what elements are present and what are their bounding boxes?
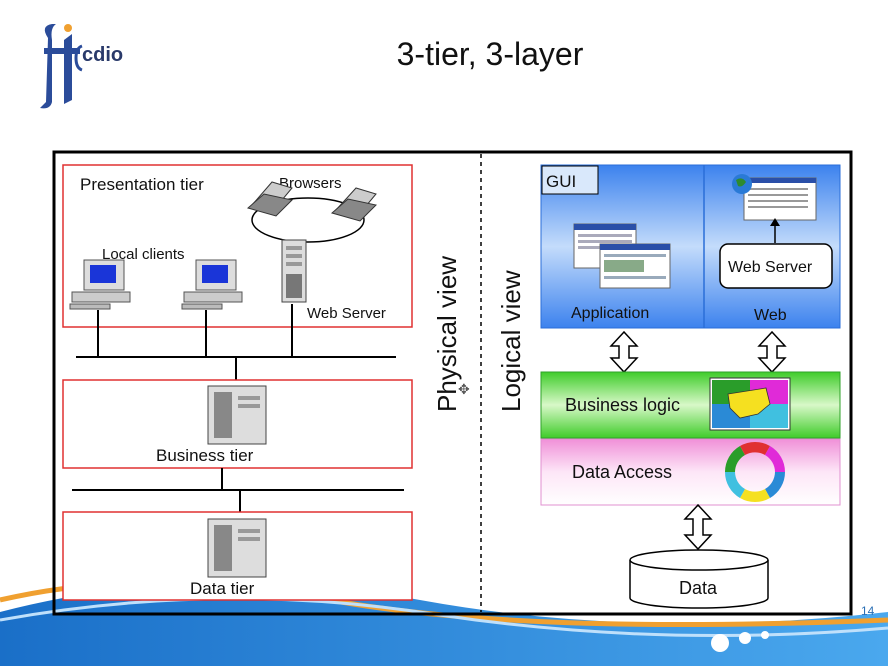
application-label: Application	[571, 305, 649, 322]
local-clients-label: Local clients	[102, 246, 185, 263]
double-arrow-icon	[609, 330, 639, 374]
gui-label: GUI	[546, 172, 576, 191]
logical-web-server-label: Web Server	[728, 259, 813, 276]
browsers-label: Browsers	[279, 175, 342, 192]
application-window-icon	[573, 223, 671, 289]
double-arrow-icon	[683, 503, 713, 551]
page-number: 14	[861, 604, 875, 618]
business-tier-label: Business tier	[156, 446, 254, 465]
computer-icon	[69, 259, 131, 310]
business-logic-label: Business logic	[565, 395, 680, 415]
laptop-icon	[330, 187, 378, 222]
logo-text: cdio	[82, 44, 124, 66]
physical-view-label: Physical view	[432, 256, 462, 412]
data-access-label: Data Access	[572, 462, 672, 482]
double-arrow-icon	[757, 330, 787, 374]
globe-icon	[732, 174, 752, 194]
data-label: Data	[679, 578, 718, 598]
web-server-box	[719, 243, 833, 289]
presentation-tier-label: Presentation tier	[80, 175, 204, 194]
database-icon	[629, 549, 769, 609]
data-tier-label: Data tier	[190, 579, 255, 598]
slide-title: 3-tier, 3-layer	[396, 36, 584, 72]
web-label: Web	[754, 307, 787, 324]
laptop-icon	[246, 181, 294, 217]
web-server-label: Web Server	[307, 305, 386, 322]
browser-ring	[251, 197, 365, 243]
cycle-icon	[725, 441, 785, 503]
logical-view-label: Logical view	[496, 270, 526, 412]
server-icon	[207, 385, 267, 445]
diagram-border	[52, 150, 853, 616]
move-cursor-icon: ✥	[458, 381, 470, 397]
puzzle-icon	[709, 377, 791, 431]
server-icon	[207, 518, 267, 578]
computer-icon	[181, 259, 243, 310]
server-icon	[281, 239, 307, 303]
web-page-icon	[743, 177, 817, 221]
fit-logo	[40, 24, 83, 109]
data-access-box	[540, 438, 841, 506]
